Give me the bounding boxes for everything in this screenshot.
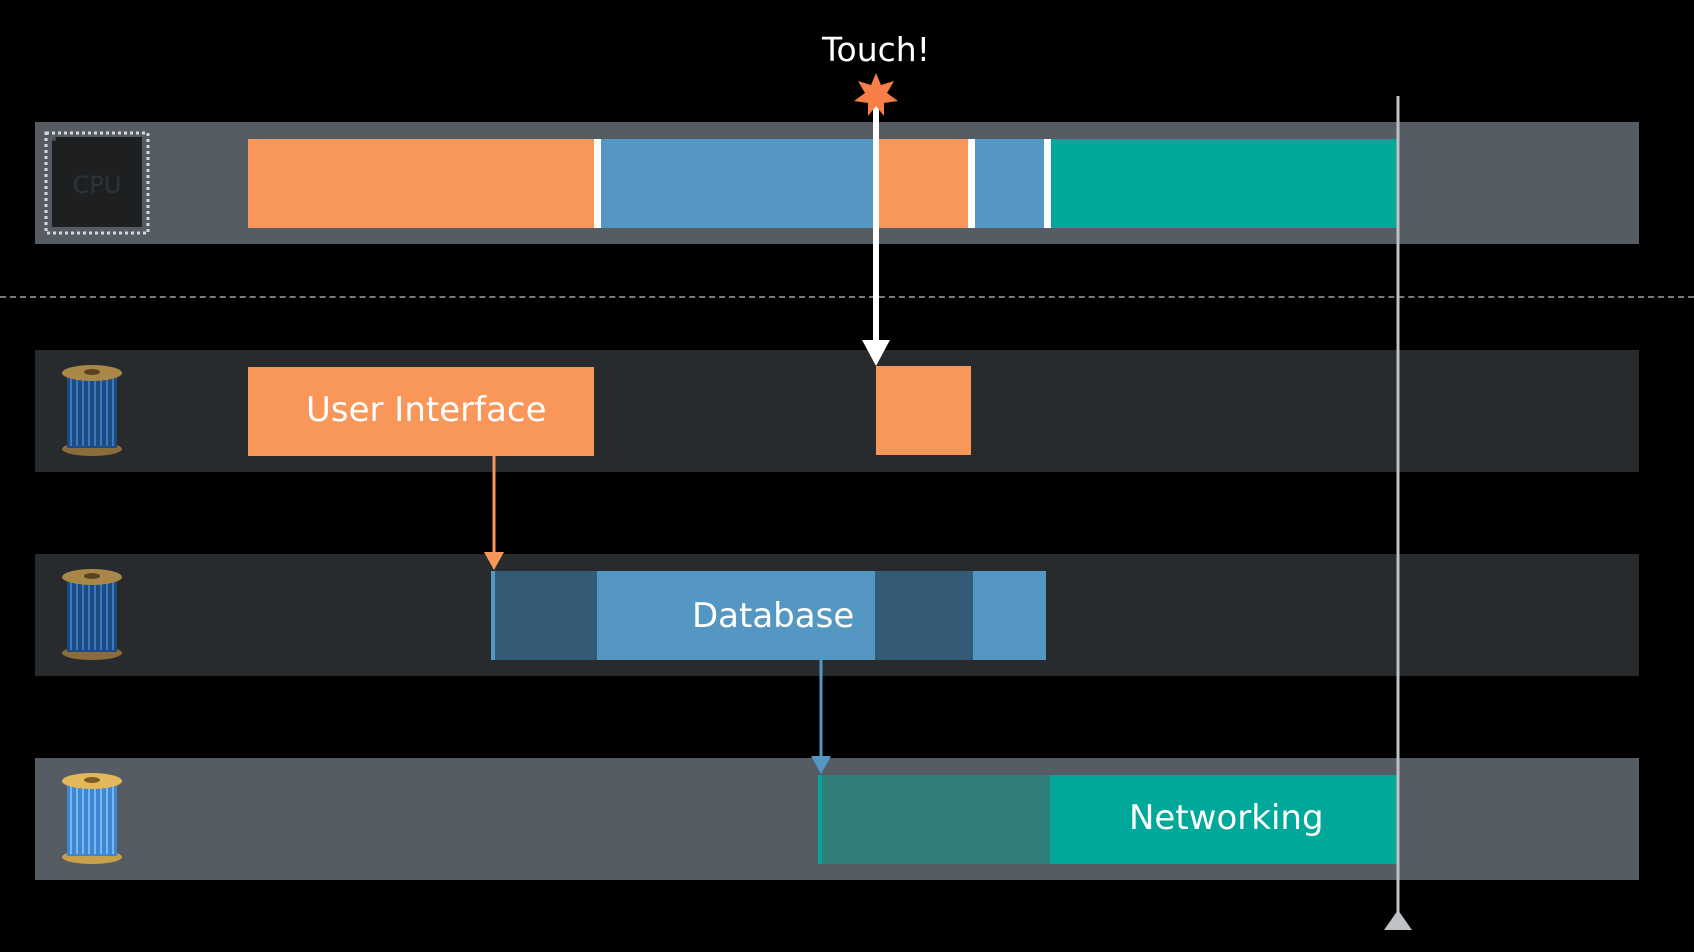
thread-spool-icon: [60, 362, 124, 458]
ui-thread-label: User Interface: [306, 390, 547, 430]
thread-spool-icon: [60, 566, 124, 662]
database-waiting-block-1: [491, 571, 597, 660]
thread-spool-icon: [60, 770, 124, 866]
cpu-thread-separator: [0, 296, 1694, 298]
cpu-slice-ui-2b: [876, 139, 968, 228]
database-running-block-2: [973, 571, 1046, 660]
ui-thread-block: [248, 367, 594, 456]
cpu-slice-divider: [594, 139, 601, 228]
ui-to-database-arrow-head: [484, 552, 504, 570]
cpu-slice-networking: [1051, 139, 1397, 228]
networking-waiting-block: [818, 775, 1050, 864]
cpu-slice-database-2: [975, 139, 1044, 228]
database-to-networking-arrow-head: [811, 756, 831, 774]
database-thread-label: Database: [692, 596, 855, 636]
cpu-slice-divider: [968, 139, 975, 228]
cpu-slice-ui-1: [248, 139, 594, 228]
cpu-slice-divider: [1044, 139, 1051, 228]
triangle-up-icon: [1384, 910, 1412, 930]
networking-thread-label: Networking: [1129, 798, 1324, 838]
touch-arrow-head: [862, 340, 890, 366]
cpu-chip-label: CPU: [73, 171, 122, 199]
star-burst-icon: [854, 73, 898, 116]
cpu-chip-icon: CPU: [44, 131, 150, 235]
touch-label: Touch!: [822, 30, 930, 69]
networking-running-block: [1050, 775, 1397, 864]
ui-thread-touch-block: [876, 366, 971, 455]
database-waiting-block-2: [875, 571, 973, 660]
database-running-block-1: [597, 571, 875, 660]
